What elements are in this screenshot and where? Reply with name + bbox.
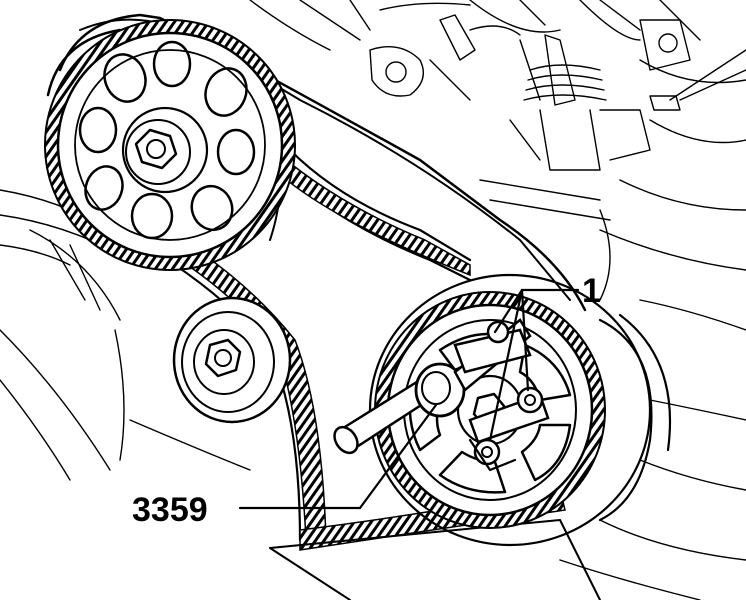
camshaft-sprocket: [44, 19, 296, 271]
leader-lines: [238, 288, 580, 510]
idler-pulley: [172, 296, 292, 424]
sprocket-bolts: [453, 320, 550, 472]
leader-1-c: [488, 288, 524, 442]
callout-1-label: 1: [582, 272, 601, 310]
sprocket-holes: [78, 40, 256, 240]
callout-3359-label: 3359: [132, 491, 208, 529]
callout-labels: 1 3359: [132, 272, 601, 529]
leader-1-b: [520, 288, 530, 392]
leader-1-a: [493, 288, 524, 334]
leader-3359-diagonal: [358, 403, 438, 510]
